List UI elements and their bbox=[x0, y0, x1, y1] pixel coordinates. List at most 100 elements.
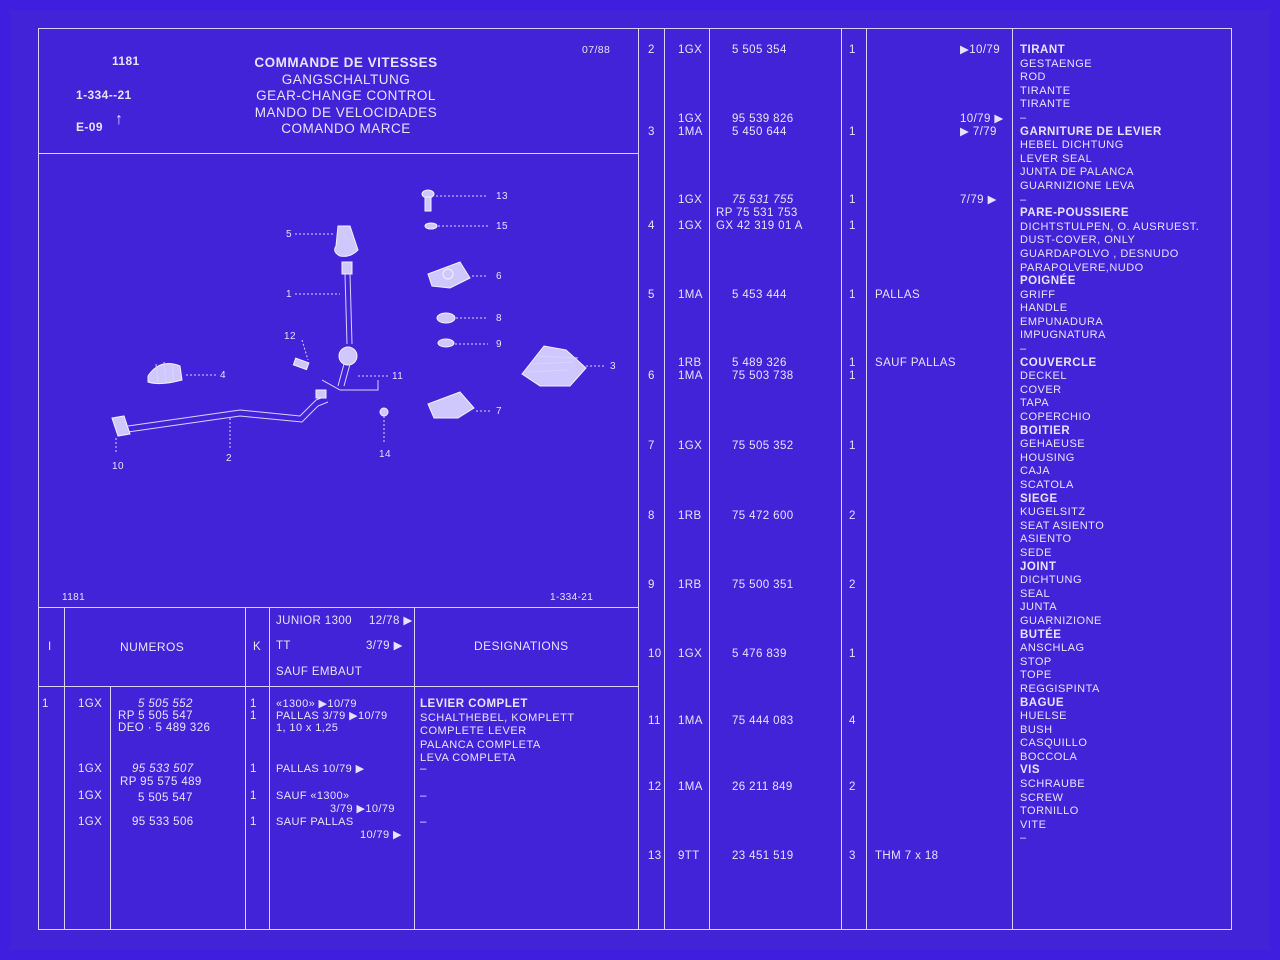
row-index: 12 bbox=[648, 781, 662, 793]
title-block: COMMANDE DE VITESSES GANGSCHALTUNG GEAR-… bbox=[236, 55, 456, 138]
row-index: 3 bbox=[648, 126, 655, 138]
divider-table-head bbox=[38, 686, 638, 687]
designation-line: SCREW bbox=[1020, 791, 1064, 804]
divider bbox=[664, 28, 665, 930]
date-note: 7/79 ▶ bbox=[960, 194, 997, 206]
col-header-k: K bbox=[253, 641, 262, 653]
qty: 1 bbox=[849, 440, 856, 452]
sheet-date: 07/88 bbox=[582, 44, 611, 56]
part-number: 26 211 849 bbox=[732, 781, 793, 793]
designation-line: DICHTSTULPEN, O. AUSRUEST. bbox=[1020, 220, 1200, 233]
qty: 1 bbox=[250, 790, 257, 802]
designation-line: CAJA bbox=[1020, 465, 1051, 478]
part-number: 75 503 738 bbox=[732, 370, 794, 382]
qty: 2 bbox=[849, 579, 856, 591]
diagram-drawing bbox=[111, 189, 605, 454]
designation-line: DUST-COVER, ONLY bbox=[1020, 234, 1136, 247]
part-number: 75 500 351 bbox=[732, 579, 794, 591]
divider bbox=[414, 607, 415, 930]
row-index: 13 bbox=[648, 850, 662, 862]
callout-12: 12 bbox=[284, 331, 296, 342]
designation-line: – bbox=[1020, 343, 1027, 356]
designation-line: IMPUGNATURA bbox=[1020, 329, 1106, 342]
designation-block: LEVIER COMPLET SCHALTHEBEL, KOMPLETT COM… bbox=[420, 698, 575, 766]
callout-7: 7 bbox=[496, 406, 502, 417]
part-number: 5 453 444 bbox=[732, 289, 787, 301]
divider bbox=[245, 607, 246, 930]
application-note: PALLAS 10/79 ▶ bbox=[276, 763, 365, 775]
designation-line: GESTAENGE bbox=[1020, 57, 1093, 70]
designation-line: DECKEL bbox=[1020, 370, 1068, 383]
application-note: «1300» ▶10/79 bbox=[276, 698, 357, 710]
qty: 2 bbox=[849, 510, 856, 522]
part-number: 5 505 354 bbox=[732, 44, 787, 56]
row-code: 1MA bbox=[678, 715, 703, 727]
row-index: 11 bbox=[648, 715, 661, 727]
designation-line: ROD bbox=[1020, 71, 1046, 84]
model-date: 3/79 ▶ bbox=[366, 640, 403, 652]
row-code: 1GX bbox=[78, 816, 103, 828]
title-it: COMANDO MARCE bbox=[281, 121, 411, 136]
divider bbox=[841, 28, 842, 930]
qty: 1 bbox=[849, 648, 856, 660]
part-number: 23 451 519 bbox=[732, 850, 794, 862]
grid-ref: E-09 bbox=[76, 120, 103, 134]
model-name: TT bbox=[276, 640, 291, 652]
qty: 1 bbox=[250, 816, 257, 828]
part-number: 75 531 755 bbox=[732, 194, 794, 206]
designation-line: LEVA COMPLETA bbox=[420, 752, 516, 765]
parts-sheet bbox=[10, 10, 1270, 950]
row-index: 4 bbox=[648, 220, 655, 232]
divider bbox=[866, 28, 867, 930]
designation-line: TORNILLO bbox=[1020, 805, 1079, 818]
qty: 3 bbox=[849, 850, 856, 862]
row-code: 1MA bbox=[678, 370, 703, 382]
qty: 1 bbox=[849, 289, 856, 301]
col-header-numeros: NUMEROS bbox=[120, 640, 185, 654]
qty: 1 bbox=[849, 357, 856, 369]
application-note: PALLAS 3/79 ▶10/79 bbox=[276, 710, 388, 722]
designation-line: SEAL bbox=[1020, 587, 1051, 600]
callout-14: 14 bbox=[379, 449, 391, 460]
callout-2: 2 bbox=[226, 453, 232, 464]
designation-line: TIRANTE bbox=[1020, 84, 1071, 97]
designation-line: SCHRAUBE bbox=[1020, 778, 1086, 791]
diagram-footer-ref: 1-334-21 bbox=[550, 592, 594, 603]
designation-line: GUARNIZIONE bbox=[1020, 614, 1102, 627]
qty: 1 bbox=[849, 126, 856, 138]
designation-line: TAPA bbox=[1020, 397, 1050, 410]
callout-15: 15 bbox=[496, 221, 508, 232]
title-fr: COMMANDE DE VITESSES bbox=[254, 55, 438, 70]
designation-line: CASQUILLO bbox=[1020, 737, 1088, 750]
part-number: 5 450 644 bbox=[732, 126, 787, 138]
part-number: RP 5 505 547 bbox=[118, 710, 193, 722]
callout-10: 10 bbox=[112, 461, 124, 472]
designation-line: ANSCHLAG bbox=[1020, 642, 1085, 655]
callout-9: 9 bbox=[496, 339, 502, 350]
row-code: 1GX bbox=[678, 194, 703, 206]
model-name: JUNIOR 1300 bbox=[276, 615, 352, 627]
designation-title: TIRANT bbox=[1020, 44, 1066, 56]
part-number: 95 533 506 bbox=[132, 816, 194, 828]
row-index: 10 bbox=[648, 648, 662, 660]
part-number: 5 505 552 bbox=[138, 698, 193, 710]
designation-dash: – bbox=[420, 816, 427, 828]
designation-line: REGGISPINTA bbox=[1020, 682, 1100, 695]
designation-line: ASIENTO bbox=[1020, 533, 1072, 546]
application-note: SAUF «1300» bbox=[276, 790, 350, 802]
designation-title: BAGUE bbox=[1020, 696, 1065, 709]
application-note: 3/79 ▶10/79 bbox=[330, 803, 395, 815]
designation-line: COVER bbox=[1020, 383, 1062, 396]
qty: 1 bbox=[250, 710, 257, 722]
designation-line: LEVER SEAL bbox=[1020, 152, 1093, 165]
designation-line: SEAT ASIENTO bbox=[1020, 519, 1105, 532]
designation-line: GRIFF bbox=[1020, 288, 1056, 301]
callout-3: 3 bbox=[610, 361, 616, 372]
designation-line: GEHAEUSE bbox=[1020, 438, 1086, 451]
qty: 1 bbox=[849, 370, 856, 382]
designation-line: VITE bbox=[1020, 818, 1047, 831]
part-number: GX 42 319 01 A bbox=[716, 220, 803, 232]
row-index: 1 bbox=[42, 698, 49, 710]
application-note: THM 7 x 18 bbox=[875, 850, 939, 862]
